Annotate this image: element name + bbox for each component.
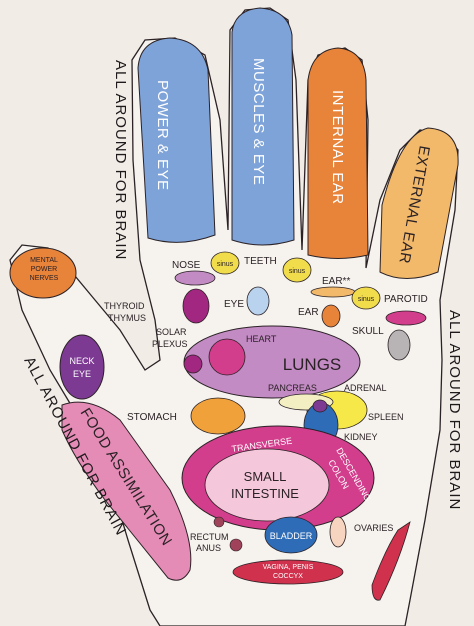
ring-finger-area [307, 47, 369, 259]
vagina-label-2: COCCYX [273, 573, 303, 580]
right-edge-red-area [371, 521, 411, 601]
mental-label-3: NERVES [30, 275, 59, 282]
eye-label-thumb: EYE [73, 369, 91, 379]
parotid-label: PAROTID [384, 294, 428, 305]
neck-eye-area [59, 334, 105, 400]
ovaries-label: OVARIES [354, 523, 393, 533]
mental-power-nerves-area [9, 247, 77, 299]
ear-top-area [310, 286, 356, 298]
skull-area [387, 329, 411, 361]
mental-label-1: MENTAL [30, 257, 58, 264]
lungs-label: LUNGS [283, 355, 342, 374]
skull-label: SKULL [352, 326, 384, 337]
spleen-label: SPLEEN [368, 412, 404, 422]
nose-area [174, 270, 216, 286]
middle-finger-label: MUSCLES & EYE [250, 58, 267, 185]
pancreas-label: PANCREAS [268, 383, 317, 393]
thyroid-area [182, 288, 210, 324]
stomach-label: STOMACH [127, 412, 177, 423]
index-finger-label: POWER & EYE [154, 80, 171, 191]
sinus-index [210, 251, 240, 275]
thymus-label: THYMUS [108, 313, 146, 323]
thyroid-label: THYROID [104, 301, 145, 311]
eye-area [246, 286, 270, 316]
rectum-area [213, 516, 225, 528]
intestine-label: INTESTINE [231, 486, 299, 501]
ear-top-label: EAR** [322, 276, 350, 287]
food-assimilation-area [61, 401, 192, 581]
stomach-area [190, 397, 246, 435]
teeth-label: TEETH [244, 256, 277, 267]
parotid-area [385, 310, 427, 326]
sinus-label-1: sinus [217, 261, 234, 268]
pinky-finger-area [379, 127, 459, 279]
ring-finger-label: INTERNAL EAR [329, 90, 346, 205]
anus-area [229, 538, 243, 552]
ear-label: EAR [298, 307, 319, 318]
middle-finger-area [231, 7, 295, 246]
heart-label: HEART [246, 334, 277, 344]
mental-label-2: POWER [31, 266, 57, 273]
rectum-label: RECTUM [190, 532, 229, 542]
vagina-label-1: VAGINA, PENIS [263, 564, 314, 571]
sinus-label-3: sinus [358, 296, 375, 303]
side-label-top-left: ALL AROUND FOR BRAIN [112, 60, 129, 260]
adrenal-label: ADRENAL [344, 383, 387, 393]
sinus-ring [351, 286, 381, 310]
ear-area [321, 304, 341, 328]
heart-area [208, 338, 246, 376]
kidney-label: KIDNEY [344, 432, 378, 442]
index-finger-area [137, 37, 216, 243]
eye-label: EYE [224, 299, 244, 310]
sinus-label-2: sinus [289, 268, 306, 275]
ovaries-area [329, 516, 347, 548]
small-label: SMALL [244, 469, 287, 484]
bladder-area [264, 516, 318, 554]
anus-label: ANUS [196, 543, 221, 553]
adrenal-area [312, 399, 328, 413]
vagina-area [232, 559, 344, 585]
plexus-label: PLEXUS [152, 339, 188, 349]
neck-label: NECK [69, 356, 94, 366]
nose-label: NOSE [172, 260, 201, 271]
small-intestine-area [204, 448, 330, 522]
solar-label: SOLAR [156, 327, 187, 337]
solar-plexus-area [183, 354, 203, 374]
sinus-middle [282, 257, 312, 283]
bladder-label: BLADDER [270, 531, 313, 541]
side-label-right: ALL AROUND FOR BRAIN [446, 310, 463, 510]
